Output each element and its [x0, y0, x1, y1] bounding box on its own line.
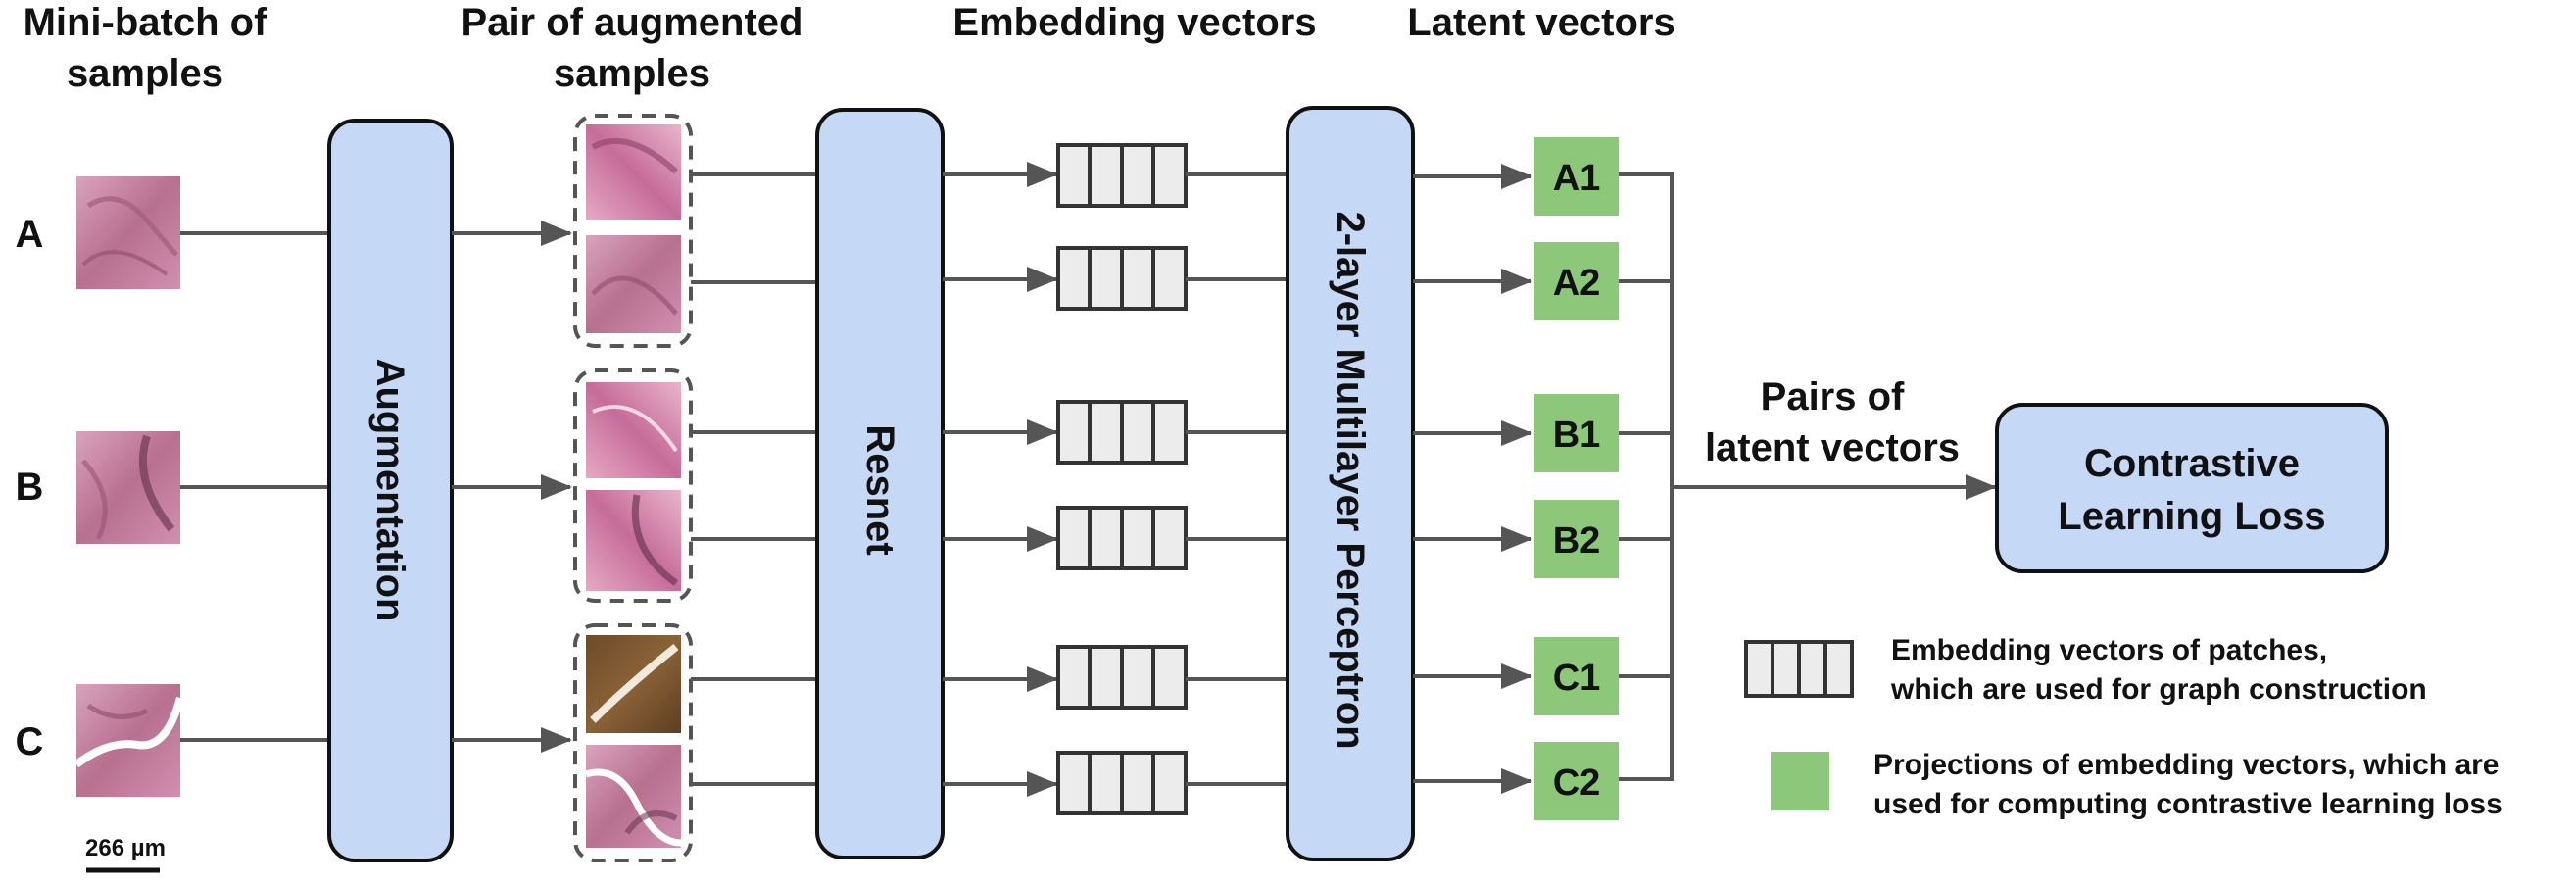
mlp-label: 2-layer Multilayer Perceptron: [1329, 211, 1372, 749]
row-label-c: C: [16, 720, 44, 763]
svg-text:C2: C2: [1553, 762, 1601, 804]
latent-vector-b2: B2: [1534, 500, 1619, 578]
embedding-vector-b1: [1056, 400, 1188, 465]
header-pair-line2: samples: [554, 52, 710, 95]
mlp-block: [1286, 106, 1415, 861]
latent-vector-a1: A1: [1534, 137, 1619, 216]
latent-vector-c2: C2: [1534, 742, 1619, 820]
scale-bar-label: 266 µm: [85, 835, 166, 861]
legend-projection-swatch: [1771, 752, 1829, 810]
augmented-tile-a2: [586, 235, 681, 333]
header-embedding: Embedding vectors: [952, 1, 1316, 44]
header-latent: Latent vectors: [1407, 1, 1675, 44]
embedding-vector-c2: [1056, 751, 1188, 815]
embedding-vector-b2: [1056, 506, 1188, 570]
augmented-tile-b1: [586, 382, 681, 478]
latent-vector-c1: C1: [1534, 637, 1619, 715]
svg-text:A2: A2: [1553, 263, 1601, 304]
header-minibatch-line1: Mini-batch of: [24, 1, 268, 44]
augmentation-label: Augmentation: [368, 359, 412, 622]
svg-text:C1: C1: [1553, 658, 1601, 699]
svg-text:B1: B1: [1553, 415, 1601, 456]
augmented-tile-c1: [586, 635, 681, 733]
pairs-label-line1: Pairs of: [1761, 375, 1905, 418]
legend-embedding-swatch: [1744, 640, 1854, 698]
legend-projection-line2: used for computing contrastive learning …: [1873, 788, 2503, 820]
pairs-label-line2: latent vectors: [1705, 426, 1960, 469]
latent-collector-bracket: [1619, 172, 1674, 781]
row-label-a: A: [16, 213, 44, 256]
resnet-label: Resnet: [858, 424, 901, 555]
header-pair-line1: Pair of augmented: [462, 1, 803, 44]
contrastive-loss-line1: Contrastive: [2084, 442, 2300, 485]
legend-embedding-line1: Embedding vectors of patches,: [1891, 634, 2327, 666]
header-minibatch-line2: samples: [67, 52, 223, 95]
augmented-tile-b2: [586, 490, 681, 591]
latent-vector-a2: A2: [1534, 242, 1619, 320]
svg-text:B2: B2: [1553, 520, 1601, 562]
augmented-tile-a1: [586, 124, 681, 220]
embedding-vector-a1: [1056, 143, 1188, 208]
row-label-b: B: [16, 466, 44, 509]
sample-tile-c: [73, 684, 184, 797]
augmented-tile-c2: [584, 745, 682, 848]
svg-text:A1: A1: [1553, 158, 1601, 199]
latent-vector-b1: B1: [1534, 394, 1619, 472]
legend-embedding-line2: which are used for graph construction: [1890, 673, 2427, 706]
augmentation-block: [327, 119, 454, 862]
resnet-block: [815, 108, 945, 859]
contrastive-loss-box: [1995, 403, 2389, 573]
sample-tile-a: [76, 176, 180, 289]
contrastive-loss-line2: Learning Loss: [2058, 495, 2325, 538]
sample-tile-b: [76, 431, 180, 544]
legend-projection-line1: Projections of embedding vectors, which …: [1873, 749, 2499, 781]
embedding-vector-a2: [1056, 246, 1188, 311]
embedding-vector-c1: [1056, 645, 1188, 710]
